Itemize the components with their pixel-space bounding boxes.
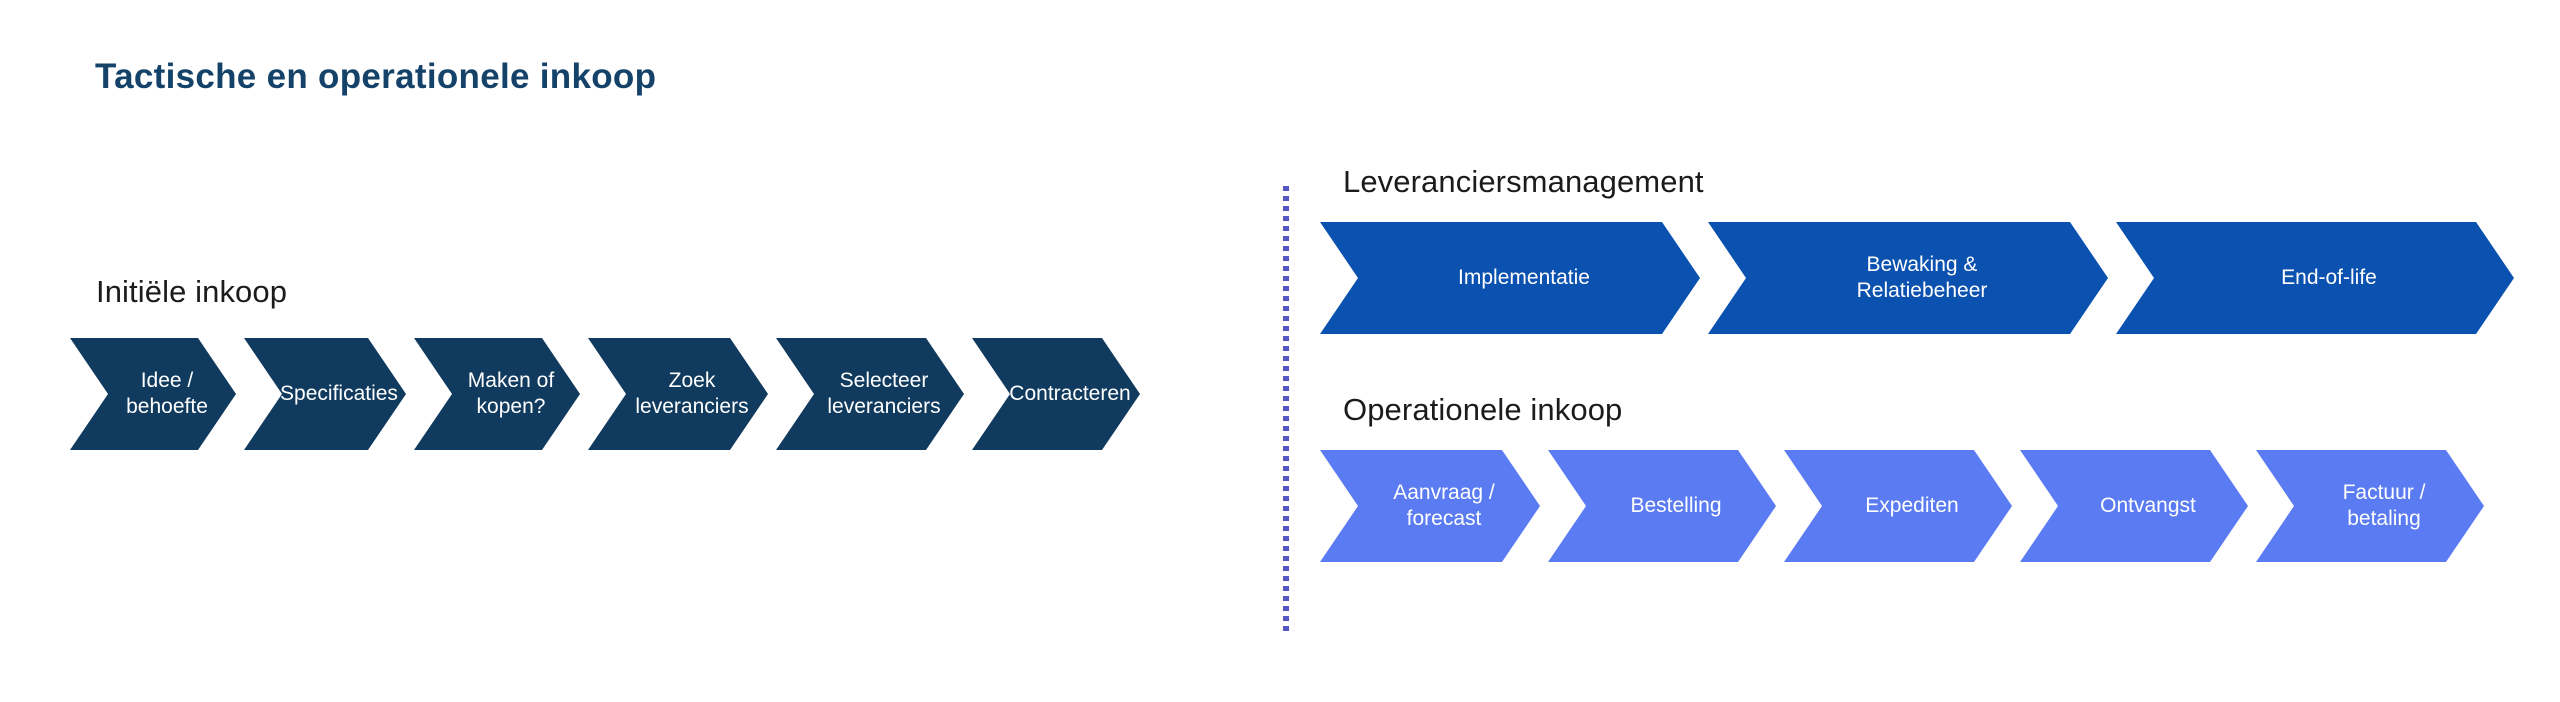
process-step-label: Factuur / betaling bbox=[2342, 481, 2426, 530]
process-step-operationele-inkoop-4[interactable]: Ontvangst bbox=[2020, 450, 2248, 562]
process-row-initiele-inkoop: Idee / behoefte Specificaties Maken of kop… bbox=[70, 338, 1140, 450]
section-label-initiele-inkoop: Initiële inkoop bbox=[96, 274, 288, 309]
process-step-operationele-inkoop-2[interactable]: Bestelling bbox=[1548, 450, 1776, 562]
vertical-dotted-divider bbox=[1283, 186, 1289, 632]
process-step-label: Expediten bbox=[1865, 494, 1959, 518]
process-step-label: Bewaking & Relatiebeheer bbox=[1856, 253, 1988, 302]
process-step-label: Bestelling bbox=[1630, 494, 1722, 518]
process-step-label: End-of-life bbox=[2281, 266, 2377, 290]
process-step-initiele-inkoop-1[interactable]: Idee / behoefte bbox=[70, 338, 236, 450]
process-step-initiele-inkoop-6[interactable]: Contracteren bbox=[972, 338, 1140, 450]
process-step-label: Implementatie bbox=[1458, 266, 1590, 290]
process-step-leveranciersmanagement-1[interactable]: Implementatie bbox=[1320, 222, 1700, 334]
process-row-leveranciersmanagement: Implementatie Bewaking & Relatiebeheer End… bbox=[1320, 222, 2514, 334]
process-step-label: Selecteer leveranciers bbox=[827, 369, 941, 418]
process-step-initiele-inkoop-5[interactable]: Selecteer leveranciers bbox=[776, 338, 964, 450]
section-label-operationele-inkoop: Operationele inkoop bbox=[1343, 392, 1623, 427]
section-label-leveranciersmanagement: Leveranciersmanagement bbox=[1343, 164, 1704, 199]
process-row-operationele-inkoop: Aanvraag / forecast Bestelling Expediten On… bbox=[1320, 450, 2484, 562]
process-step-operationele-inkoop-3[interactable]: Expediten bbox=[1784, 450, 2012, 562]
process-step-label: Idee / behoefte bbox=[126, 369, 208, 418]
process-step-label: Contracteren bbox=[1009, 382, 1131, 406]
process-step-label: Aanvraag / forecast bbox=[1393, 481, 1495, 530]
process-step-initiele-inkoop-3[interactable]: Maken of kopen? bbox=[414, 338, 580, 450]
process-step-label: Maken of kopen? bbox=[467, 369, 555, 418]
page-title: Tactische en operationele inkoop bbox=[95, 57, 657, 96]
process-step-leveranciersmanagement-3[interactable]: End-of-life bbox=[2116, 222, 2514, 334]
process-step-leveranciersmanagement-2[interactable]: Bewaking & Relatiebeheer bbox=[1708, 222, 2108, 334]
process-step-label: Specificaties bbox=[280, 382, 398, 406]
process-step-label: Zoek leveranciers bbox=[635, 369, 749, 418]
process-step-initiele-inkoop-2[interactable]: Specificaties bbox=[244, 338, 406, 450]
process-step-initiele-inkoop-4[interactable]: Zoek leveranciers bbox=[588, 338, 768, 450]
process-step-operationele-inkoop-1[interactable]: Aanvraag / forecast bbox=[1320, 450, 1540, 562]
process-step-operationele-inkoop-5[interactable]: Factuur / betaling bbox=[2256, 450, 2484, 562]
process-step-label: Ontvangst bbox=[2100, 494, 2196, 518]
